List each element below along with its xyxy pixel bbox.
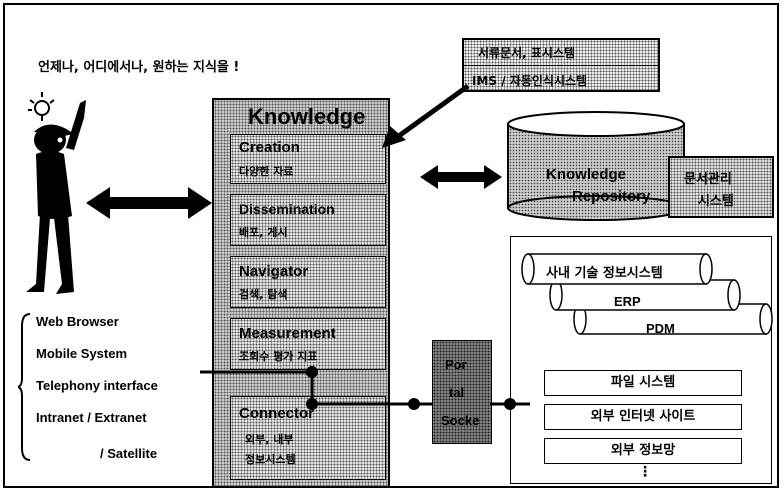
slogan-text: 언제나, 어디에서나, 원하는 지식을 ! <box>38 60 240 75</box>
person-icon <box>26 92 86 294</box>
client-mobile-system: Mobile System <box>36 346 128 361</box>
section-measurement: Measurement 조회수 평가 지표 <box>230 318 386 370</box>
client-web-browser: Web Browser <box>36 314 119 329</box>
diagonal-arrow <box>382 83 470 148</box>
section-creation: Creation 다양한 자료 <box>230 134 386 184</box>
lightbulb-icon <box>28 92 55 121</box>
repo-label-2: Repository <box>572 188 651 205</box>
section-connector: Connector 외부, 내부 정보시스템 <box>230 396 386 480</box>
knowledge-title: Knowledge <box>248 104 366 129</box>
system-cylinders <box>521 253 773 335</box>
brace-icon <box>18 313 31 461</box>
client-intranet: Intranet / Extranet <box>36 410 147 425</box>
systems-container <box>510 236 772 484</box>
repo-label-1: Knowledge <box>546 166 627 183</box>
repository-cylinder <box>507 111 685 221</box>
top-doc-box: 서류문서, 표시스템 IMS / 자동인식시스템 <box>462 38 660 92</box>
client-telephony: Telephony interface <box>36 378 158 393</box>
client-satellite: / Satellite <box>100 446 158 461</box>
double-arrow-middle <box>420 165 502 189</box>
system-box-file: 파일 시스템 <box>544 370 742 396</box>
system-box-internet: 외부 인터넷 사이트 <box>544 404 742 430</box>
section-dissemination: Dissemination 배포, 게시 <box>230 194 386 246</box>
more-indicator: ⋮ <box>638 464 652 480</box>
connector-lines <box>200 366 530 410</box>
section-navigator: Navigator 검색, 탐색 <box>230 256 386 308</box>
portal-socket: Por tal Socke <box>432 340 492 444</box>
system-box-network: 외부 정보망 <box>544 438 742 464</box>
system-cyl-2: ERP <box>614 294 641 309</box>
double-arrow-left <box>86 187 212 219</box>
system-cyl-3: PDM <box>646 321 675 336</box>
system-cyl-1: 사내 기술 정보시스템 <box>546 266 663 281</box>
doc-management-box: 문서관리 시스템 <box>668 156 774 218</box>
